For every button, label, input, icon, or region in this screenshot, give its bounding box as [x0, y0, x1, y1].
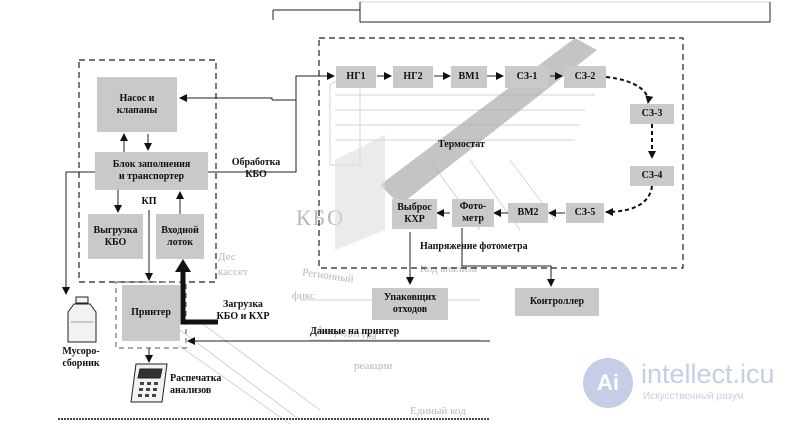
process-kbo-label: Обработка КБО	[231, 157, 281, 180]
background-text: Единый код	[410, 405, 466, 417]
background-text: Дес	[218, 251, 236, 263]
unload-kbo-box: Выгрузка КБО	[88, 214, 143, 259]
step-ng1: НГ1	[336, 66, 376, 88]
bottle-icon	[67, 296, 97, 343]
background-text: фикс	[292, 290, 315, 302]
background-text: кассет	[218, 266, 248, 278]
photometer-box: Фото- метр	[452, 199, 494, 227]
fill-transport-box: Блок заполнения и транспортер	[95, 152, 208, 190]
printer-box: Принтер	[122, 285, 180, 341]
watermark-site: intellect.icu	[641, 359, 775, 389]
controller-box: Контроллер	[515, 288, 599, 316]
photometer-voltage-label: Напряжение фотометра	[420, 241, 528, 252]
step-vm1: ВМ1	[451, 66, 487, 88]
packaging-waste-box: Упаковщих отходов	[372, 288, 448, 320]
waste-bin-label: Мусоро- сборник	[62, 346, 100, 369]
printer-data-label: Данные на принтер	[310, 326, 400, 337]
background-text: реакции	[354, 360, 393, 372]
load-kbo-kxr-label: Загрузка КБО и КХР	[216, 299, 270, 322]
pump-valves-box: Насос и клапаны	[97, 77, 177, 132]
printout-icon	[130, 363, 168, 403]
step-sz1: СЗ-1	[505, 66, 549, 88]
input-tray-box: Входной лоток	[156, 214, 204, 259]
step-sz5: СЗ-5	[566, 203, 604, 223]
thermostat-label: Термостат	[438, 139, 485, 150]
step-vm2: ВМ2	[508, 203, 548, 223]
step-sz4: СЗ-4	[630, 166, 674, 186]
ai-logo-icon: Ai	[583, 358, 633, 408]
step-sz2: СЗ-2	[564, 66, 606, 88]
step-sz3: СЗ-3	[630, 104, 674, 124]
watermark: Ai intellect.icu Искусственный разум	[583, 356, 805, 408]
eject-kxr-box: Выброс КХР	[392, 199, 437, 229]
kp-label: КП	[141, 196, 157, 207]
step-ng2: НГ2	[393, 66, 433, 88]
watermark-tagline: Искусственный разум	[643, 391, 744, 402]
printout-label: Распечатка анализов	[170, 373, 222, 396]
